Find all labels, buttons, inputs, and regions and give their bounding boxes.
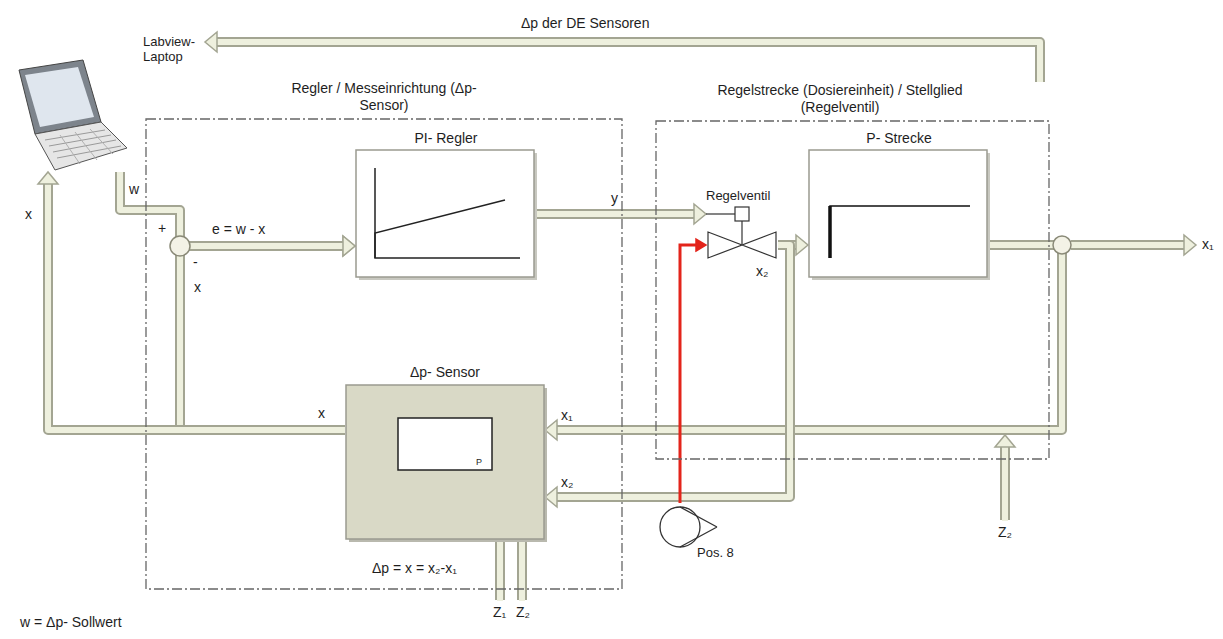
node-title: Regelstrecke (Dosiereinheit) / Stellglie… <box>715 82 965 115</box>
text-holder: Z₂ <box>998 524 1012 541</box>
text-holder: P <box>476 457 490 468</box>
text-holder: x <box>24 205 33 223</box>
arrow-head <box>696 239 706 251</box>
signal-label: Z₁ <box>493 604 506 621</box>
text-holder: Labview- Laptop <box>143 34 205 65</box>
pi-controller-box: PI- Regler <box>355 128 537 280</box>
connector-outline <box>537 209 695 219</box>
control-valve: Regelventil <box>706 188 778 260</box>
signal-label: + <box>158 220 166 237</box>
controller-group: Regler / Messeinrichtung (Δp-Sensor) PI- … <box>145 80 623 590</box>
node-title: P- Strecke <box>808 130 990 147</box>
output-arrow <box>1071 235 1196 255</box>
connector-outline <box>48 183 345 430</box>
signal-label: e = w - x <box>212 221 265 238</box>
pump-symbol: Pos. 8 <box>655 503 765 563</box>
arrow-head <box>796 235 808 255</box>
p-plant-box-shape <box>808 128 990 280</box>
pi-controller-box-shape <box>355 128 537 280</box>
text-holder: w <box>128 180 140 198</box>
connector-outline <box>120 172 344 246</box>
dp-sensor-box: Δp- SensorP <box>345 360 545 540</box>
arrow-head <box>38 172 58 184</box>
plant-group: Regelstrecke (Dosiereinheit) / Stellglie… <box>655 82 1050 460</box>
node-title: Δp- Sensor <box>345 364 545 381</box>
text-holder: e = w - x <box>212 221 265 238</box>
node-title: Pos. 8 <box>697 545 747 560</box>
signal-arrow <box>205 32 1040 82</box>
text-holder: x <box>193 278 202 296</box>
text-holder: w = Δp- Sollwert <box>20 614 122 631</box>
signal-label: y <box>610 190 619 207</box>
arrow-head <box>343 236 355 256</box>
text-holder: PI- Regler <box>355 130 537 147</box>
text-holder: Δp = x = x₂-x₁ <box>372 560 457 577</box>
text-holder: x₁ <box>560 406 574 424</box>
connector-line <box>216 42 1040 82</box>
summing-junction <box>170 236 190 256</box>
signal-label: x₂ <box>560 474 574 491</box>
connector-outline <box>216 42 1040 82</box>
signal-label: w = Δp- Sollwert <box>20 614 122 631</box>
signal-label: x <box>193 279 202 296</box>
signal-label: Δp = x = x₂-x₁ <box>372 560 457 577</box>
node-text: P <box>476 457 490 468</box>
text-holder: + <box>158 220 166 237</box>
node-title: Regler / Messeinrichtung (Δp-Sensor) <box>269 80 499 113</box>
text-holder: y <box>610 189 619 207</box>
laptop-icon: Labview- Laptop <box>5 30 205 172</box>
text-holder: Regelstrecke (Dosiereinheit) / Stellglie… <box>715 82 965 115</box>
signal-label: w <box>128 181 140 198</box>
signal-label: x₁ <box>560 407 574 424</box>
signal-arrow <box>545 245 790 507</box>
signal-arrow <box>180 236 355 430</box>
signal-label: Δp der DE Sensoren <box>520 15 650 32</box>
connector-line <box>48 183 345 430</box>
connector-line <box>680 245 697 503</box>
connector-outline <box>180 246 345 430</box>
signal-label: - <box>193 254 198 271</box>
signal-label: x <box>318 405 325 422</box>
text-holder: Z₂ <box>516 604 530 621</box>
signal-label: Z₂ <box>998 524 1012 541</box>
signal-label: x <box>24 206 33 223</box>
branch-point <box>1053 236 1071 254</box>
text-holder: x₁ <box>1202 236 1214 253</box>
arrow-head <box>205 32 217 52</box>
dp-sensor-box-shape <box>345 360 545 540</box>
text-holder: Regler / Messeinrichtung (Δp-Sensor) <box>269 80 499 113</box>
text-holder: Z₁ <box>493 604 506 621</box>
text-holder: Regelventil <box>706 188 778 203</box>
text-holder: P- Strecke <box>808 130 990 147</box>
disturbance-arrow <box>995 435 1015 521</box>
text-holder: x <box>318 405 325 422</box>
text-holder: x₂ <box>560 473 574 491</box>
text-holder: x₂ <box>756 263 768 280</box>
signal-label: x₁ <box>1202 236 1214 253</box>
node-title: Labview- Laptop <box>143 34 205 65</box>
node-title: PI- Regler <box>355 130 537 147</box>
signal-label: Z₂ <box>516 604 530 621</box>
text-holder: Pos. 8 <box>697 545 747 560</box>
connector-line <box>120 172 344 246</box>
text-holder: - <box>193 254 198 271</box>
node-title: Regelventil <box>706 188 778 203</box>
connector-line <box>537 211 695 217</box>
arrow-head <box>343 236 355 256</box>
text-holder: Δp der DE Sensoren <box>520 14 650 32</box>
connector-line <box>180 246 345 430</box>
text-holder: Δp- Sensor <box>345 364 545 381</box>
signal-arrow <box>38 172 345 430</box>
p-plant-box: P- Strecke <box>808 128 990 280</box>
supply-line <box>680 239 706 503</box>
signal-label: x₂ <box>756 263 768 280</box>
arrow-head <box>694 204 706 224</box>
